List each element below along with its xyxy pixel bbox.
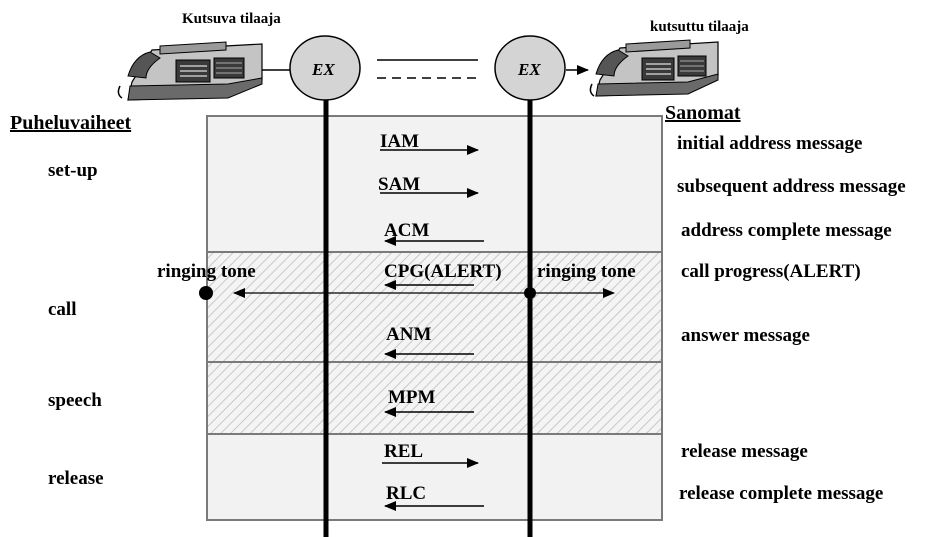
messages-heading: Sanomat [665, 102, 741, 124]
ringing-tone-left-label: ringing tone [157, 261, 256, 282]
message-cpg-label: CPG(ALERT) [384, 261, 502, 282]
exchange-circle-left [289, 35, 361, 101]
exchange-circle-right [494, 35, 566, 101]
message-acm-label: ACM [384, 220, 430, 241]
description-rel: release message [681, 441, 808, 462]
calling-subscriber-label: Kutsuva tilaaja [182, 11, 281, 27]
description-iam: initial address message [677, 133, 863, 154]
message-mpm-label: MPM [388, 387, 436, 408]
called-telephone-icon [589, 39, 719, 97]
speech-phase-box [206, 361, 663, 435]
description-sam: subsequent address message [677, 176, 906, 197]
phase-release-label: release [48, 468, 104, 489]
message-rel-label: REL [384, 441, 424, 462]
called-subscriber-label: kutsuttu tilaaja [650, 19, 749, 35]
setup-phase-box [206, 115, 663, 253]
message-rlc-label: RLC [386, 483, 427, 504]
ringing-tone-right-label: ringing tone [537, 261, 636, 282]
description-rlc: release complete message [679, 483, 884, 504]
phase-speech-label: speech [48, 390, 102, 411]
release-phase-box [206, 433, 663, 521]
phases-heading: Puheluvaiheet [10, 112, 132, 134]
phase-setup-label: set-up [48, 160, 98, 181]
description-cpg: call progress(ALERT) [681, 261, 861, 282]
message-anm-label: ANM [386, 324, 432, 345]
phase-call-label: call [48, 299, 77, 320]
description-acm: address complete message [681, 220, 892, 241]
exchange-label-left: EX [312, 60, 335, 79]
description-anm: answer message [681, 325, 810, 346]
ringing-dot-left [199, 286, 213, 300]
calling-telephone-icon [117, 41, 263, 101]
ringing-dot-right [524, 287, 536, 299]
message-iam-label: IAM [380, 131, 420, 152]
exchange-label-right: EX [518, 60, 541, 79]
call-phase-box [206, 251, 663, 363]
message-sam-label: SAM [378, 174, 421, 195]
